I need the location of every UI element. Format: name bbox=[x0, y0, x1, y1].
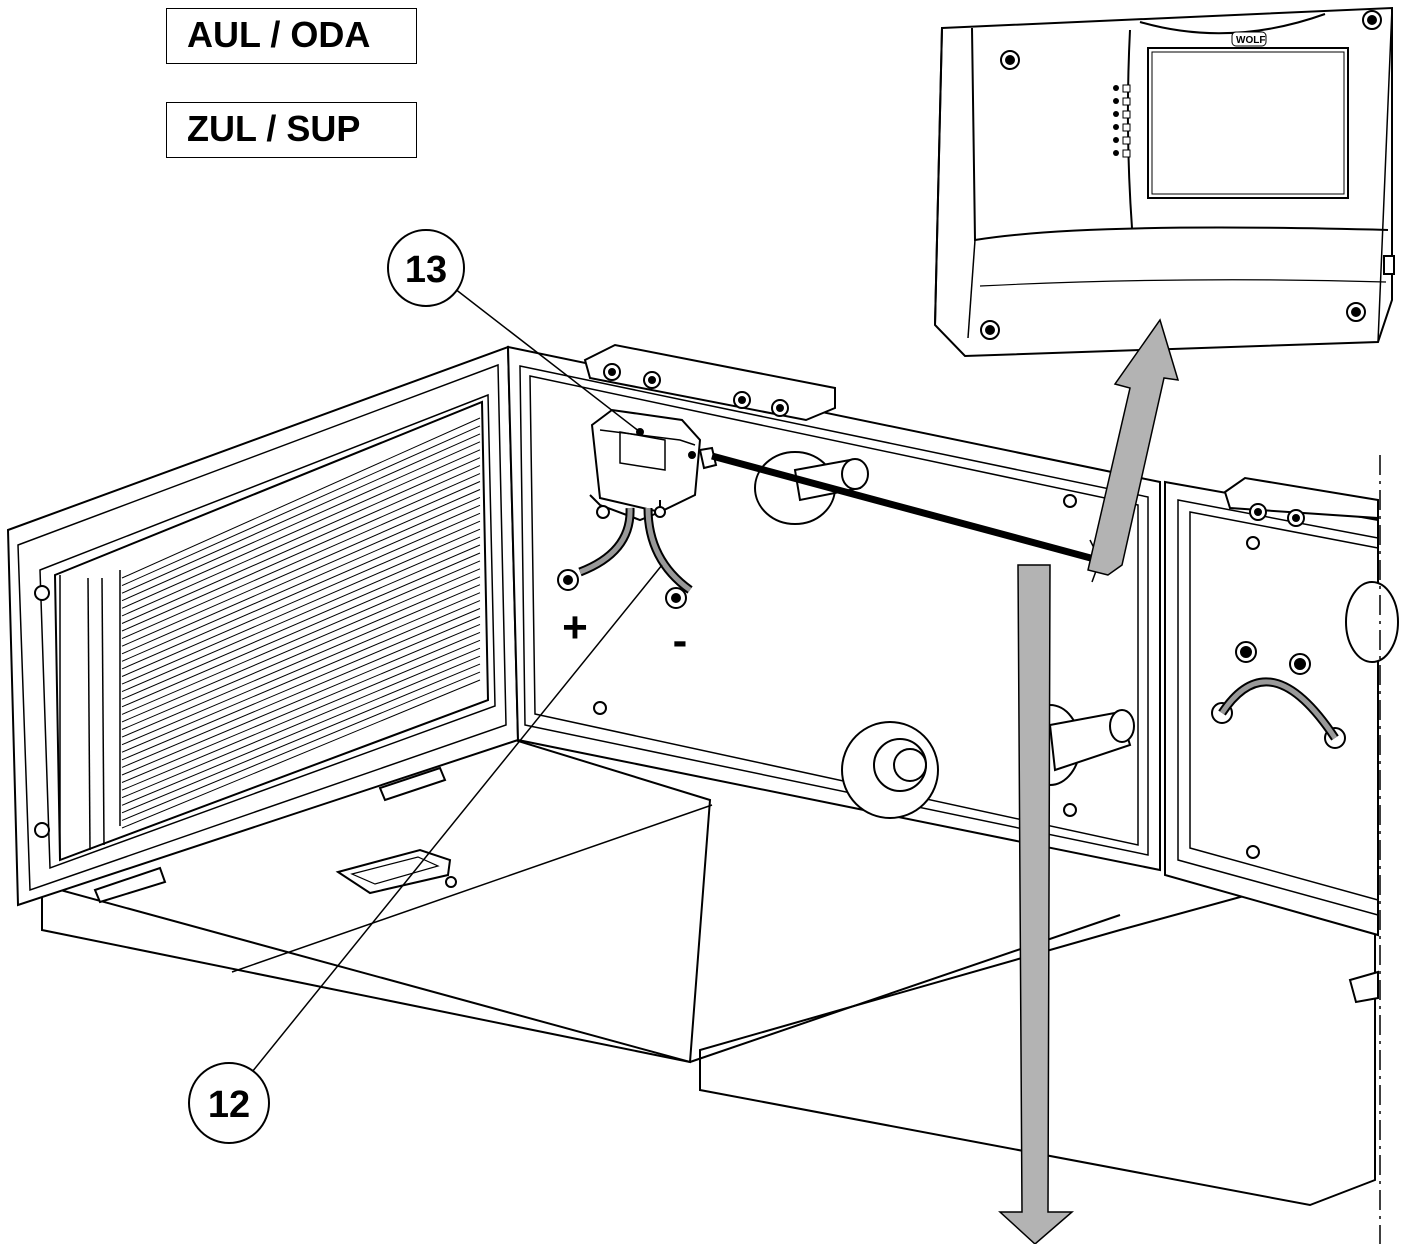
lamella-line bbox=[121, 417, 481, 579]
lamella-line bbox=[121, 457, 481, 617]
legend-outdoor-air-label: AUL / ODA bbox=[187, 14, 371, 55]
lamella-line bbox=[121, 655, 481, 806]
callout-12-label: 12 bbox=[208, 1084, 250, 1126]
lamella-line bbox=[121, 552, 481, 708]
lamella-line bbox=[121, 608, 481, 761]
legend-outdoor-air: AUL / ODA bbox=[166, 8, 417, 64]
lamella-line bbox=[121, 623, 481, 776]
lamella-line bbox=[121, 528, 481, 685]
legend-supply-air-label: ZUL / SUP bbox=[187, 108, 361, 149]
lamella-line bbox=[121, 504, 481, 662]
arrow-supply-down bbox=[998, 564, 1075, 1244]
lamella-line bbox=[121, 679, 481, 829]
callout-12: 12 bbox=[188, 564, 663, 1144]
pressure-hoses bbox=[578, 507, 693, 594]
lamella-line bbox=[121, 473, 481, 632]
legend-supply-air: ZUL / SUP bbox=[166, 102, 417, 158]
pressure-switch bbox=[589, 408, 718, 522]
lamella-line bbox=[121, 631, 481, 783]
controller-brand-label: WOLF bbox=[1236, 35, 1265, 46]
lamella-line bbox=[121, 568, 481, 723]
lamella-line bbox=[121, 584, 481, 738]
lamella-line bbox=[121, 663, 481, 814]
signal-cable bbox=[711, 452, 1099, 564]
pressure-ports bbox=[557, 569, 687, 609]
lamella-line bbox=[121, 520, 481, 677]
callout-13: 13 bbox=[387, 229, 641, 433]
arrow-to-controller bbox=[1087, 318, 1180, 576]
terminal-minus-label: - bbox=[673, 616, 688, 665]
lamella-line bbox=[121, 481, 481, 640]
lamella-line bbox=[121, 647, 481, 799]
control-unit bbox=[933, 6, 1395, 358]
lamella-line bbox=[121, 592, 481, 746]
lamella-line bbox=[121, 512, 481, 670]
lamella-line bbox=[121, 560, 481, 715]
lamella-line bbox=[121, 600, 481, 753]
lamella-line bbox=[121, 425, 481, 587]
lamella-line bbox=[121, 639, 481, 791]
lamella-line bbox=[121, 449, 481, 609]
lamella-line bbox=[121, 616, 481, 768]
lamella-line bbox=[121, 441, 481, 602]
lamella-line bbox=[121, 576, 481, 730]
lamella-line bbox=[121, 544, 481, 700]
lamella-line bbox=[121, 536, 481, 693]
lamella-line bbox=[121, 671, 481, 821]
panel-fittings bbox=[34, 343, 1399, 1004]
airflow-arrows bbox=[998, 318, 1180, 1244]
lamella-line bbox=[121, 433, 481, 594]
callout-13-label: 13 bbox=[405, 249, 447, 291]
lamella-line bbox=[121, 465, 481, 624]
lamella-line bbox=[121, 489, 481, 647]
heat-exchanger-lamellae bbox=[121, 417, 481, 829]
terminal-plus-label: + bbox=[562, 603, 588, 652]
lamella-line bbox=[121, 496, 481, 655]
